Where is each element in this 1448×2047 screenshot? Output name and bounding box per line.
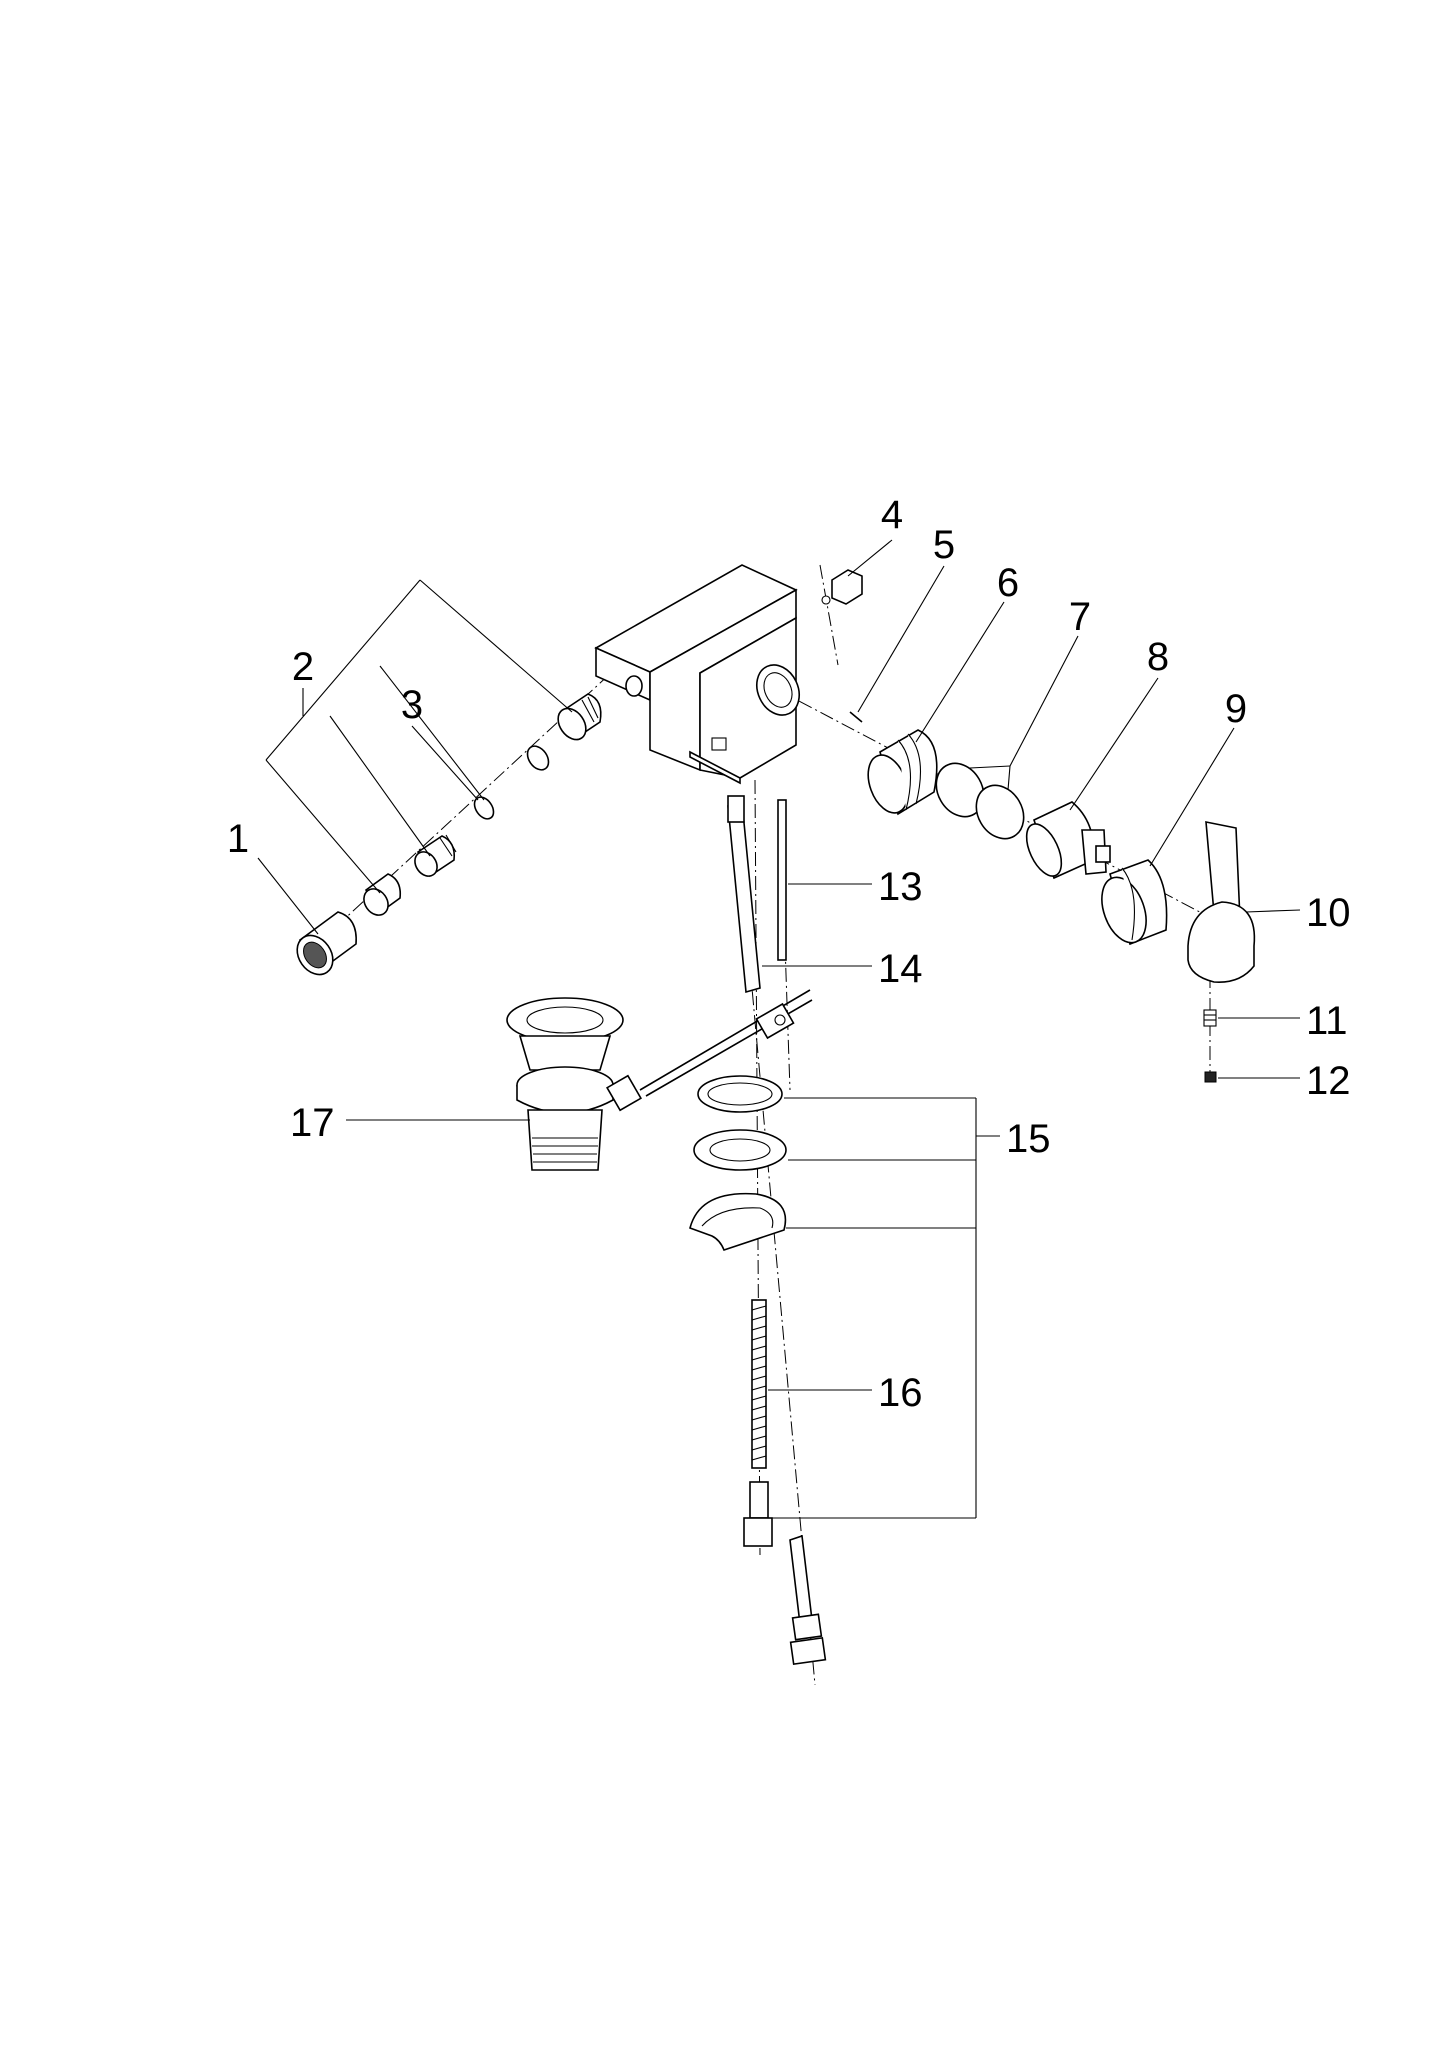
part-14-hose bbox=[727, 795, 761, 994]
callout-11: 11 bbox=[1306, 999, 1348, 1043]
part-13-rod bbox=[777, 799, 787, 961]
part-7-o-rings bbox=[935, 762, 1025, 840]
part-5-pin bbox=[849, 711, 863, 723]
part-2-ring bbox=[363, 873, 402, 916]
part-11-12-screws bbox=[1203, 1009, 1217, 1083]
lift-rod-connector bbox=[639, 989, 813, 1097]
part-15-washers bbox=[689, 1075, 787, 1251]
part-6-nut bbox=[867, 729, 938, 816]
callout-4: 4 bbox=[881, 493, 903, 537]
part-16-threaded-stud bbox=[743, 1299, 773, 1547]
callout-10: 10 bbox=[1306, 891, 1351, 935]
washers-upper-left bbox=[473, 745, 550, 820]
flex-hose-lower bbox=[789, 1534, 827, 1666]
part-4-lever-piece bbox=[821, 569, 863, 605]
callout-15: 15 bbox=[1006, 1117, 1051, 1161]
callout-labels: 1 2 3 4 5 6 7 8 9 10 11 12 13 14 15 16 1… bbox=[227, 493, 1351, 1415]
callout-17: 17 bbox=[290, 1101, 335, 1145]
callout-14: 14 bbox=[878, 947, 923, 991]
callout-3: 3 bbox=[401, 683, 423, 727]
part-8-cartridge bbox=[1025, 801, 1111, 880]
part-10-handle bbox=[1187, 821, 1256, 983]
part-3-insert bbox=[414, 834, 457, 878]
mixer-body bbox=[594, 564, 800, 785]
callout-7: 7 bbox=[1069, 595, 1091, 639]
callout-12: 12 bbox=[1306, 1059, 1351, 1103]
part-9-cover bbox=[1101, 859, 1168, 946]
leader-lines bbox=[257, 539, 1301, 1519]
callout-5: 5 bbox=[933, 523, 955, 567]
callout-16: 16 bbox=[878, 1371, 923, 1415]
callout-8: 8 bbox=[1147, 635, 1169, 679]
callout-1: 1 bbox=[227, 817, 249, 861]
part-17-pop-up-waste bbox=[506, 997, 642, 1171]
spout-nut bbox=[557, 693, 602, 741]
callout-9: 9 bbox=[1225, 687, 1247, 731]
part-1-aerator bbox=[296, 911, 357, 976]
callout-13: 13 bbox=[878, 865, 923, 909]
callout-2: 2 bbox=[292, 645, 314, 689]
callout-6: 6 bbox=[997, 561, 1019, 605]
